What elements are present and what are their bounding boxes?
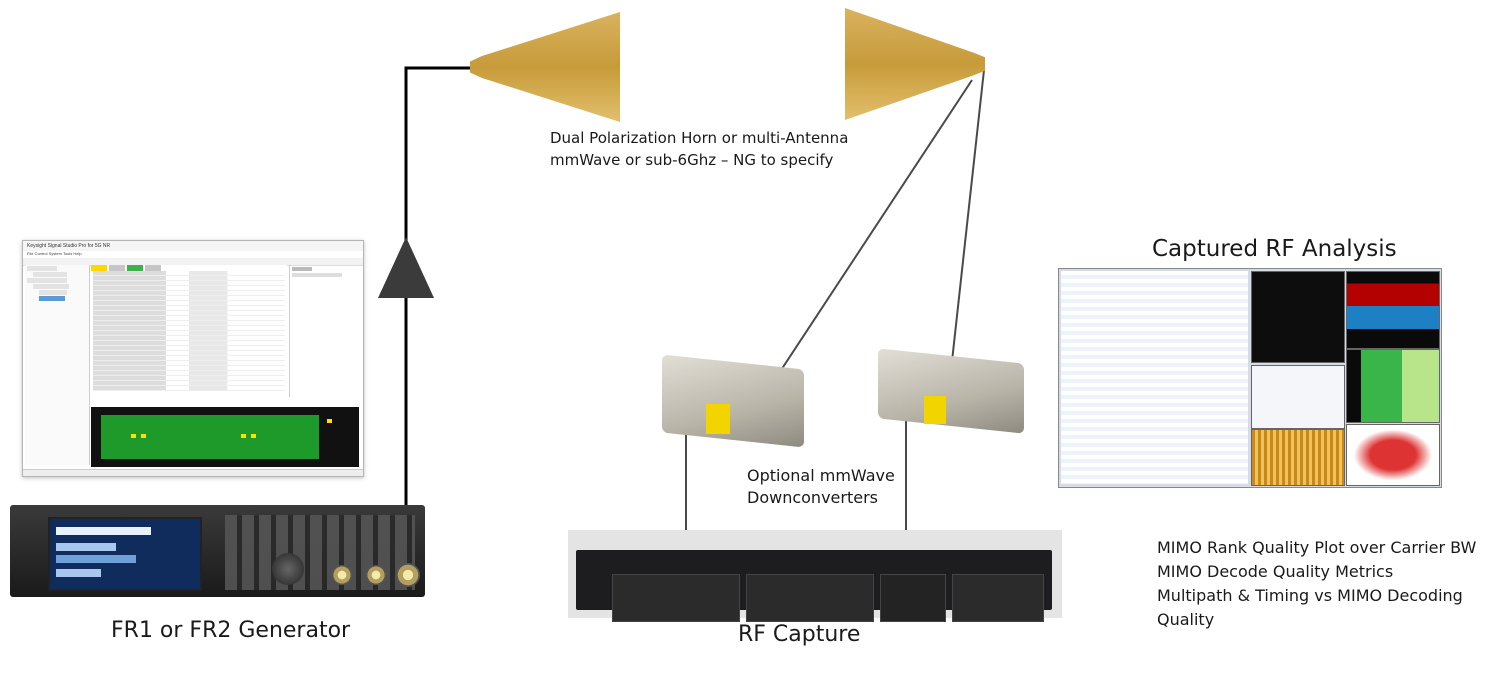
bnc-connector-icon xyxy=(332,565,352,585)
allocation-grid xyxy=(101,415,319,459)
property-row[interactable] xyxy=(93,361,285,366)
property-row[interactable] xyxy=(93,301,285,306)
tree-item[interactable] xyxy=(33,284,69,289)
downconverter-caption-line-2: Downconverters xyxy=(747,488,878,507)
window-titlebar: Keysight Signal Studio Pro for 5G NR xyxy=(23,241,363,251)
amplifier-triangle-icon xyxy=(378,237,434,298)
capture-card-1 xyxy=(612,574,740,622)
allocation-block xyxy=(131,434,136,438)
signal-generator xyxy=(10,505,425,597)
metric-item: MIMO Decode Quality Metrics xyxy=(1157,562,1394,581)
tab-csi-rs[interactable] xyxy=(145,265,161,271)
ccdf-plot xyxy=(1251,365,1345,429)
property-row[interactable] xyxy=(93,291,285,296)
horn-caption-line-2: mmWave or sub-6Ghz – NG to specify xyxy=(550,151,834,169)
chassis-body xyxy=(576,550,1052,622)
downconverter-2-label-tag xyxy=(924,396,946,424)
property-row[interactable] xyxy=(93,276,285,281)
property-row[interactable] xyxy=(93,351,285,356)
window-menubar[interactable]: File Control System Tools Help xyxy=(27,251,82,256)
tab-pdcch[interactable] xyxy=(109,265,125,271)
downconverter-caption-line-1: Optional mmWave xyxy=(747,466,895,485)
window-title: Keysight Signal Studio Pro for 5G NR xyxy=(27,243,111,249)
horn-caption-line-1: Dual Polarization Horn or multi-Antenna xyxy=(550,129,849,147)
signal-studio-window: Keysight Signal Studio Pro for 5G NR Fil… xyxy=(22,240,364,477)
channel-allocation-plot xyxy=(91,407,359,467)
constellation-plot xyxy=(1251,271,1345,363)
allocation-block xyxy=(251,434,256,438)
property-row[interactable] xyxy=(93,321,285,326)
navigation-tree[interactable] xyxy=(25,265,90,465)
downconverter-caption: Optional mmWave Downconverters xyxy=(747,465,895,509)
generator-keypad[interactable] xyxy=(225,515,415,590)
tree-item[interactable] xyxy=(33,272,67,277)
allocation-block xyxy=(141,434,146,438)
capture-caption: RF Capture xyxy=(738,622,861,647)
downconverter-1 xyxy=(662,354,804,448)
property-row[interactable] xyxy=(93,336,285,341)
metric-item: Quality xyxy=(1157,610,1215,629)
evm-plot xyxy=(1346,424,1440,486)
physical-layer-plot xyxy=(1346,349,1440,423)
generator-to-horn-cable xyxy=(404,66,470,518)
property-row[interactable] xyxy=(93,286,285,291)
downconverter-1-label-tag xyxy=(706,404,730,434)
allocation-block xyxy=(241,434,246,438)
tree-item[interactable] xyxy=(27,278,67,283)
tree-item[interactable] xyxy=(39,290,67,295)
metric-item: MIMO Rank Quality Plot over Carrier BW xyxy=(1157,538,1477,557)
help-text-bar xyxy=(292,273,342,277)
generator-caption: FR1 or FR2 Generator xyxy=(111,618,351,643)
tab-ss-pbch[interactable] xyxy=(91,265,107,271)
rf-capture-chassis xyxy=(568,530,1062,622)
tree-item[interactable] xyxy=(27,266,57,271)
property-row[interactable] xyxy=(93,371,285,376)
legend-swatch xyxy=(327,419,332,423)
status-bar xyxy=(23,469,363,476)
metrics-list: MIMO Rank Quality Plot over Carrier BW M… xyxy=(1157,536,1476,632)
property-row[interactable] xyxy=(93,296,285,301)
spectrogram-plot xyxy=(1251,429,1345,486)
screen-row xyxy=(56,555,136,563)
horn-caption: Dual Polarization Horn or multi-Antenna … xyxy=(550,127,890,171)
tree-item-selected[interactable] xyxy=(39,296,65,301)
capture-card-2 xyxy=(746,574,874,622)
screen-row xyxy=(56,569,101,577)
property-row[interactable] xyxy=(93,281,285,286)
help-title-bar xyxy=(292,267,312,271)
property-row[interactable] xyxy=(93,311,285,316)
property-row[interactable] xyxy=(93,376,285,381)
analysis-title: Captured RF Analysis xyxy=(1152,236,1397,262)
controller-card xyxy=(952,574,1044,622)
property-row[interactable] xyxy=(93,386,285,391)
property-row[interactable] xyxy=(93,356,285,361)
property-row[interactable] xyxy=(93,326,285,331)
rotary-knob-icon[interactable] xyxy=(272,553,304,585)
property-row[interactable] xyxy=(93,271,285,276)
channel-tabs[interactable] xyxy=(91,265,287,271)
decode-table xyxy=(1061,271,1248,484)
property-row[interactable] xyxy=(93,341,285,346)
captured-rf-analysis-screenshot xyxy=(1058,268,1442,488)
bnc-connector-icon xyxy=(366,565,386,585)
property-row[interactable] xyxy=(93,381,285,386)
screen-row xyxy=(56,543,116,551)
property-row[interactable] xyxy=(93,316,285,321)
properties-grid[interactable] xyxy=(91,265,287,397)
frequency-readout xyxy=(56,527,151,535)
help-pane xyxy=(289,265,360,397)
property-row[interactable] xyxy=(93,366,285,371)
property-rows xyxy=(91,271,287,391)
blank-slot xyxy=(880,574,946,622)
tab-pdsch[interactable] xyxy=(127,265,143,271)
property-row[interactable] xyxy=(93,331,285,336)
property-row[interactable] xyxy=(93,346,285,351)
property-row[interactable] xyxy=(93,306,285,311)
time-domain-plot xyxy=(1346,271,1440,349)
metric-item: Multipath & Timing vs MIMO Decoding xyxy=(1157,586,1463,605)
generator-screen xyxy=(48,517,202,591)
rf-output-connector-icon xyxy=(396,563,420,587)
